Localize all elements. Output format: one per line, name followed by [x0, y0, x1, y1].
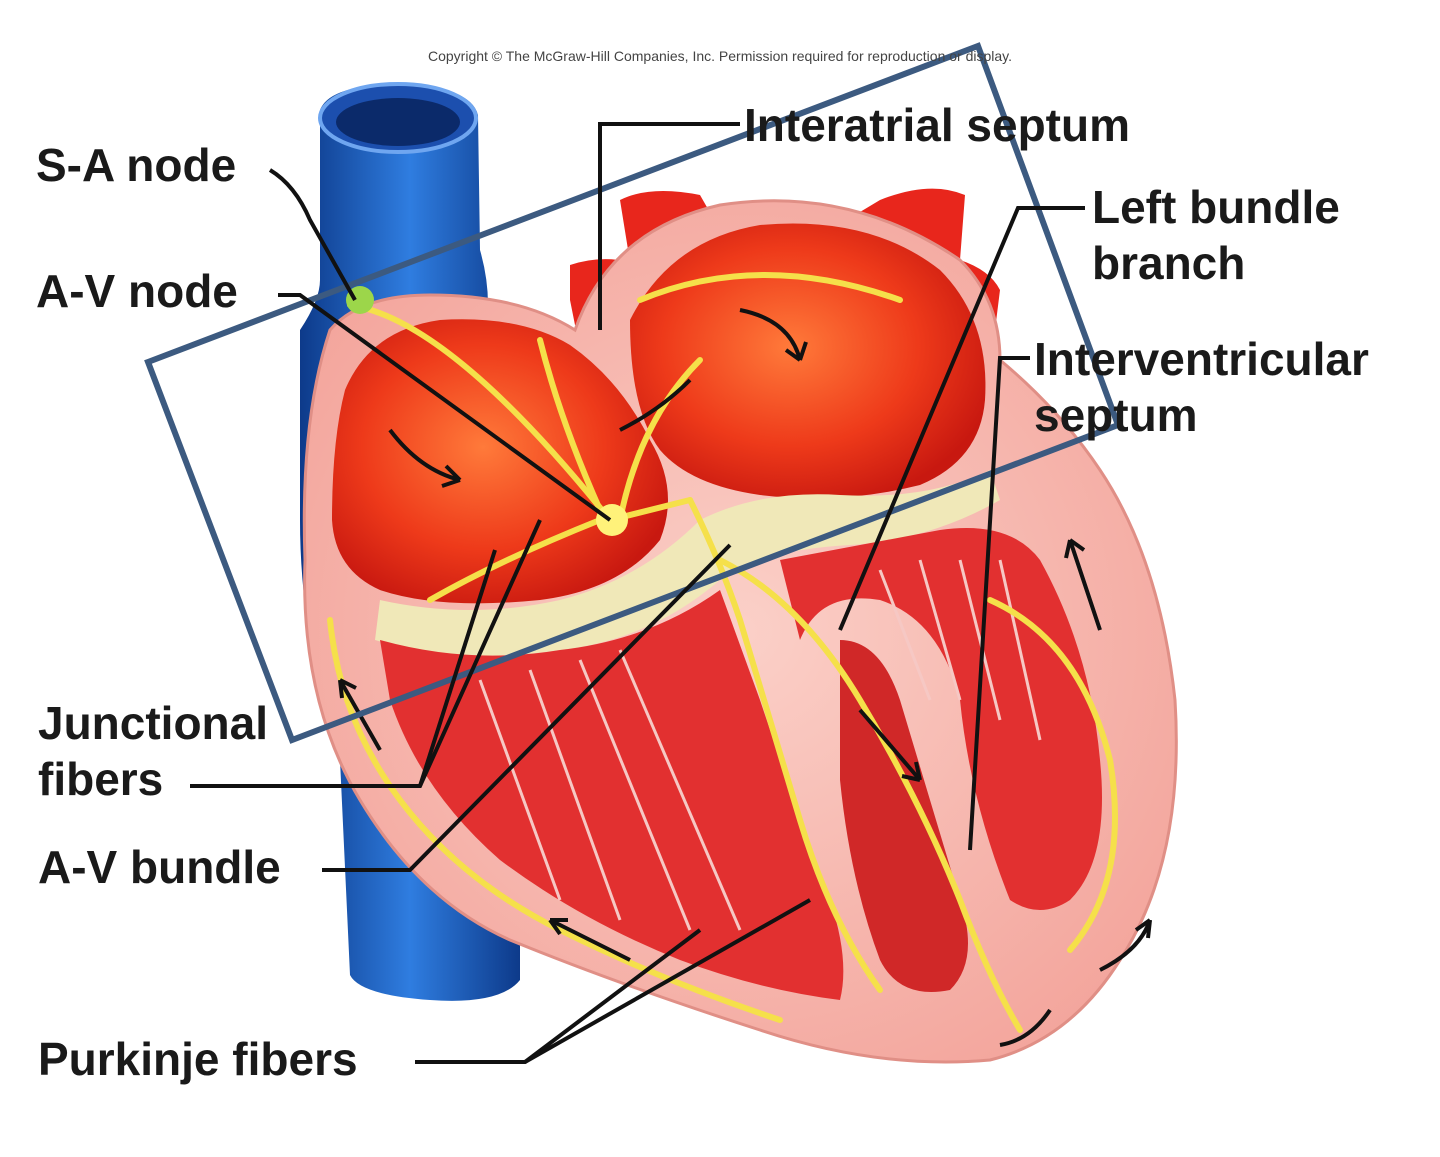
label-sa-node: S-A node	[36, 138, 236, 192]
label-purkinje-fibers: Purkinje fibers	[38, 1032, 358, 1086]
av-node-marker	[596, 504, 628, 536]
left-atrium	[630, 223, 985, 498]
label-av-node: A-V node	[36, 264, 238, 318]
label-junctional-fibers-line1: Junctional	[38, 696, 268, 750]
label-junctional-fibers-line2: fibers	[38, 752, 163, 806]
label-left-bundle-branch-line1: Left bundle	[1092, 180, 1340, 234]
label-left-bundle-branch-line2: branch	[1092, 236, 1245, 290]
label-interatrial-septum: Interatrial septum	[744, 98, 1130, 152]
label-interventricular-septum-line2: septum	[1034, 388, 1198, 442]
label-av-bundle: A-V bundle	[38, 840, 281, 894]
label-interventricular-septum-line1: Interventricular	[1034, 332, 1369, 386]
copyright-notice: Copyright © The McGraw-Hill Companies, I…	[0, 48, 1440, 64]
